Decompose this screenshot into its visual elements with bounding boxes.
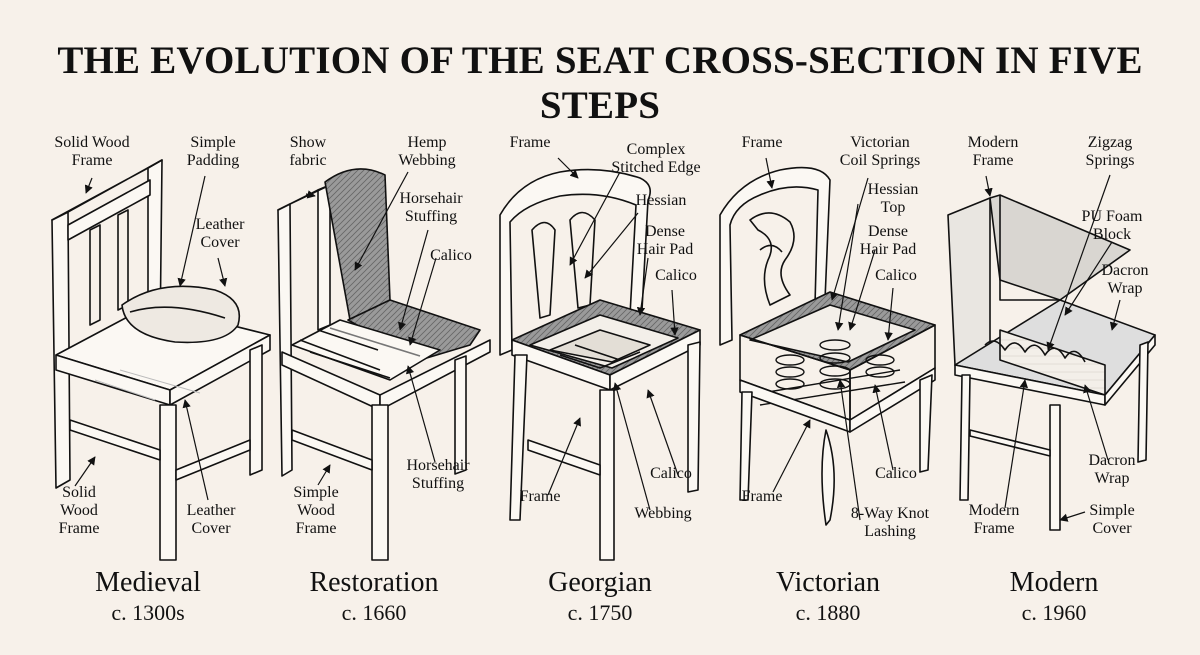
medieval-chair — [51, 159, 271, 561]
victorian-label-8-way-knot-lashing: 8-Way Knot Lashing — [850, 505, 930, 540]
era-date-restoration: c. 1660 — [341, 600, 407, 625]
era-name-medieval: Medieval — [95, 567, 201, 598]
victorian-label-frame-bottom: Frame — [741, 488, 783, 505]
restoration-label-horsehair-stuffing-bottom: Horsehair Stuffing — [406, 457, 470, 492]
modern-label-dacron-wrap-bottom: Dacron Wrap — [1088, 452, 1136, 487]
era-date-georgian: c. 1750 — [567, 600, 633, 625]
era-date-victorian: c. 1880 — [795, 600, 861, 625]
modern-label-dacron-wrap-top: Dacron Wrap — [1101, 262, 1149, 297]
medieval-label-solid-wood-frame-bottom: Solid Wood Frame — [58, 484, 100, 537]
era-name-restoration: Restoration — [309, 567, 439, 598]
modern-label-pu-foam-block: PU Foam Block — [1081, 208, 1143, 243]
restoration-chair — [277, 168, 491, 561]
georgian-label-dense-hair-pad: Dense Hair Pad — [636, 223, 694, 258]
era-date-medieval: c. 1300s — [111, 600, 185, 625]
medieval-label-leather-cover-bottom: Leather Cover — [186, 502, 236, 537]
georgian-chair — [499, 168, 701, 561]
medieval-label-simple-padding: Simple Padding — [186, 134, 240, 169]
medieval-label-leather-cover-top: Leather Cover — [195, 216, 245, 251]
victorian-label-hessian-top: Hessian Top — [867, 181, 919, 216]
victorian-label-calico-top: Calico — [875, 267, 917, 284]
victorian-label-coil-springs: Victorian Coil Springs — [839, 134, 921, 169]
modern-label-zigzag-springs: Zigzag Springs — [1085, 134, 1135, 169]
restoration-label-show-fabric: Show fabric — [289, 134, 327, 169]
restoration-label-simple-wood-frame: Simple Wood Frame — [293, 484, 339, 537]
georgian-label-hessian: Hessian — [635, 192, 687, 209]
victorian-label-frame-top: Frame — [741, 134, 783, 151]
modern-label-simple-cover: Simple Cover — [1089, 502, 1135, 537]
modern-chair — [947, 194, 1156, 531]
modern-label-modern-frame-top: Modern Frame — [967, 134, 1019, 169]
era-name-modern: Modern — [1009, 567, 1099, 598]
georgian-label-frame-bottom: Frame — [519, 488, 561, 505]
restoration-label-hemp-webbing: Hemp Webbing — [398, 134, 456, 169]
victorian-label-dense-hair-pad: Dense Hair Pad — [859, 223, 917, 258]
era-name-georgian: Georgian — [548, 567, 652, 598]
georgian-label-frame-top: Frame — [509, 134, 551, 151]
georgian-label-calico-top: Calico — [655, 267, 697, 284]
era-date-modern: c. 1960 — [1021, 600, 1087, 625]
era-name-victorian: Victorian — [775, 567, 881, 598]
georgian-label-complex-stitched-edge: Complex Stitched Edge — [611, 141, 701, 176]
restoration-label-calico: Calico — [430, 247, 472, 264]
modern-label-modern-frame-bottom: Modern Frame — [968, 502, 1020, 537]
georgian-label-calico-bottom: Calico — [650, 465, 692, 482]
page-title: THE EVOLUTION OF THE SEAT CROSS-SECTION … — [57, 39, 1143, 127]
medieval-label-solid-wood-frame-top: Solid Wood Frame — [54, 134, 130, 169]
georgian-label-webbing: Webbing — [634, 505, 692, 522]
victorian-label-calico-bottom: Calico — [875, 465, 917, 482]
victorian-chair — [719, 166, 936, 526]
restoration-label-horsehair-stuffing-top: Horsehair Stuffing — [399, 190, 463, 225]
leader-arrows — [74, 157, 1121, 522]
